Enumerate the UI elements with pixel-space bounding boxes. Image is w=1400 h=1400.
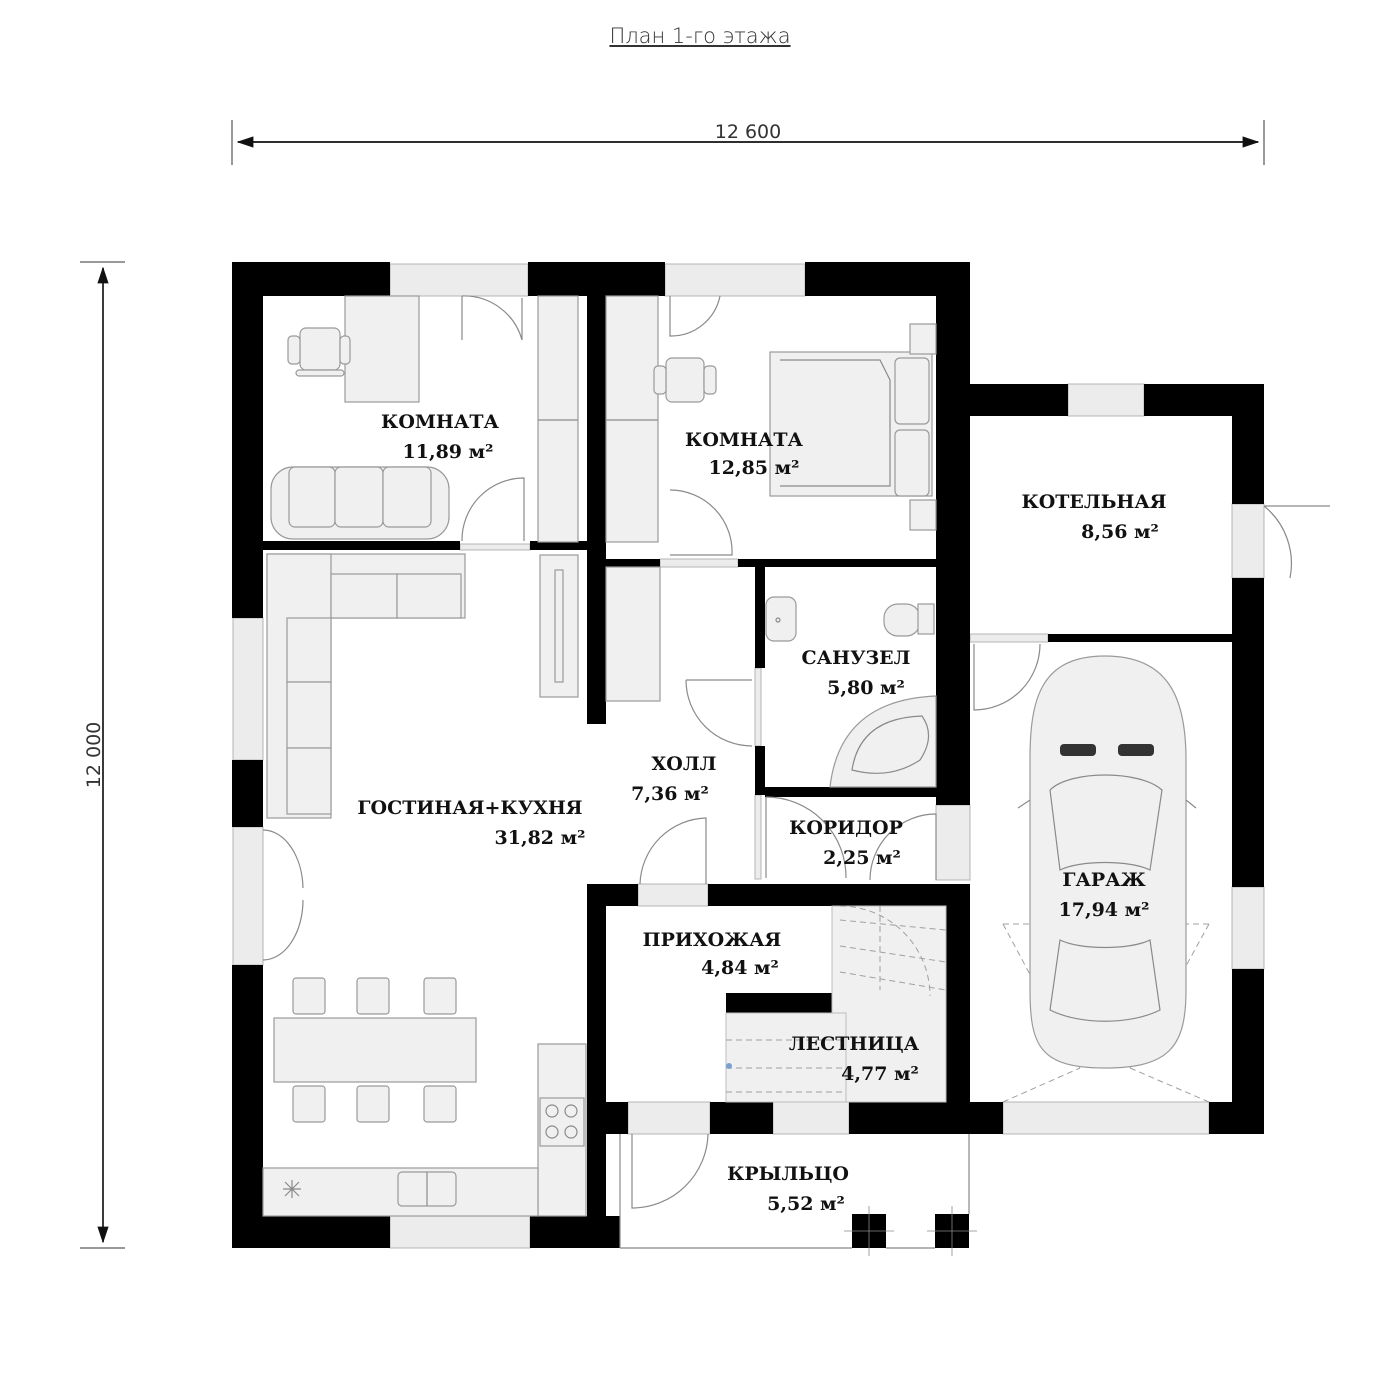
room-name: КОМНАТА	[685, 429, 803, 451]
room-area: 5,52 м²	[767, 1193, 845, 1215]
room2-furniture	[605, 295, 937, 543]
room-area: 8,56 м²	[1081, 521, 1159, 543]
living-furniture	[262, 553, 661, 1217]
room-area: 7,36 м²	[631, 783, 709, 805]
room-labels: КОМНАТА 11,89 м² КОМНАТА 12,85 м² КОТЕЛЬ…	[357, 411, 1166, 1215]
room-area: 4,84 м²	[701, 957, 779, 979]
room-name: КОРИДОР	[789, 817, 903, 839]
walls	[232, 262, 1264, 1248]
room-area: 4,77 м²	[841, 1063, 919, 1085]
car-drawing	[1002, 655, 1210, 1103]
room-area: 12,85 м²	[709, 457, 800, 479]
room-name: ГАРАЖ	[1062, 869, 1145, 891]
doors	[262, 295, 1330, 1209]
porch-outline	[619, 1134, 977, 1256]
room-name: САНУЗЕЛ	[802, 647, 911, 669]
room-name: КОМНАТА	[381, 411, 499, 433]
room-name: ХОЛЛ	[652, 753, 717, 775]
dimension-height: 12 000	[80, 261, 125, 1249]
room-area: 2,25 м²	[823, 847, 901, 869]
room-area: 31,82 м²	[495, 827, 586, 849]
room-area: 11,89 м²	[403, 441, 494, 463]
room-area: 17,94 м²	[1059, 899, 1150, 921]
dimension-width: 12 600	[231, 120, 1265, 165]
room1-furniture	[270, 295, 579, 543]
room-name: КОТЕЛЬНАЯ	[1021, 491, 1166, 513]
dimension-width-label: 12 600	[715, 121, 781, 143]
bath-furniture	[765, 596, 937, 788]
room-name: ГОСТИНАЯ+КУХНЯ	[357, 797, 582, 819]
room-name: КРЫЛЬЦО	[727, 1163, 849, 1185]
room-area: 5,80 м²	[827, 677, 905, 699]
room-name: ЛЕСТНИЦА	[789, 1033, 920, 1055]
plan-title: План 1-го этажа	[609, 24, 791, 48]
room-name: ПРИХОЖАЯ	[643, 929, 782, 951]
dimension-height-label: 12 000	[83, 722, 105, 788]
stairs-drawing	[725, 905, 947, 1103]
